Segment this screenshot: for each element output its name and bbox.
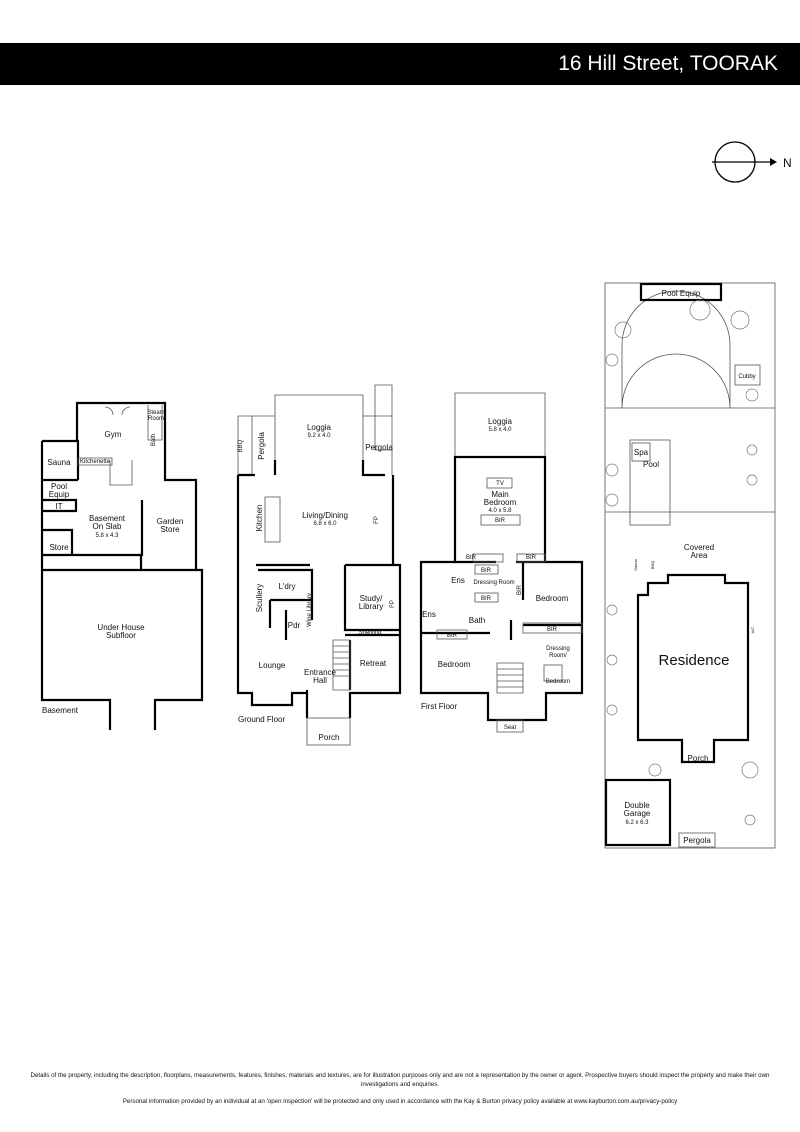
room-subfloor: Under House [97, 623, 145, 632]
room-steam-room-2: Room [148, 416, 164, 422]
room-shelving: Shelving [358, 630, 381, 636]
room-dressing-bedroom-2: Room/ [549, 653, 567, 659]
room-wine-library: Wine Library [307, 593, 313, 627]
basement-plan: Gym Steam Room Bath Sauna Kitchenette Po… [40, 401, 204, 730]
room-laundry: L'dry [278, 582, 295, 591]
room-main-bedroom: Main [491, 490, 508, 499]
room-bath: Bath [151, 434, 157, 446]
room-gym: Gym [105, 430, 122, 439]
bir-ensuite: BIR [481, 568, 492, 574]
site-porch: Porch [688, 754, 709, 763]
site-plan: Pool Equip Cubby Spa Pool Covered Area S… [604, 282, 776, 849]
site-garage-2: Garage [624, 809, 651, 818]
site-residence: Residence [659, 652, 730, 669]
ground-floor-plan: BBQ Pergola Loggia 9.2 x 4.0 Pergola Kit… [236, 384, 402, 746]
site-covered-area-2: Area [691, 551, 708, 560]
bir-lower: BIR [447, 633, 458, 639]
room-study-2: Library [359, 602, 383, 611]
bir-bath: BIR [481, 596, 492, 602]
disclaimer-text: Details of the property, including the d… [30, 1072, 770, 1088]
room-fireplace: FP [374, 516, 380, 524]
room-main-bedroom-dim: 4.0 x 5.8 [488, 508, 512, 514]
room-bedroom-right: Bedroom [536, 594, 569, 603]
room-pool-equip-2: Equip [49, 490, 70, 499]
room-loggia-upper-dim: 5.8 x 4.0 [488, 427, 512, 433]
room-basement-dim: 5.8 x 4.3 [95, 533, 119, 539]
property-address: 16 Hill Street, TOORAK [558, 52, 778, 75]
room-it: IT [55, 502, 62, 511]
site-pergola: Pergola [683, 836, 711, 845]
site-bbq: BBQ [650, 561, 655, 569]
room-scullery: Scullery [255, 584, 264, 612]
site-sauna: Sauna [633, 558, 638, 570]
room-porch: Porch [319, 733, 340, 742]
room-dressing-bedroom-3: Bedroom [546, 679, 570, 685]
first-floor-label: First Floor [421, 702, 457, 711]
room-bedroom-left: Bedroom [438, 660, 471, 669]
room-subfloor-2: Subfloor [106, 631, 136, 640]
room-bath-upper: Bath [469, 616, 485, 625]
room-basement: Basement [89, 514, 126, 523]
first-floor-plan: Loggia 5.8 x 4.0 TV Main Bedroom 4.0 x 5… [419, 392, 584, 733]
site-garage: Double [624, 801, 650, 810]
room-entrance-hall-2: Hall [313, 676, 327, 685]
room-main-bedroom-2: Bedroom [484, 498, 517, 507]
ground-floor-label: Ground Floor [238, 715, 285, 724]
bir-middle: BIR [547, 627, 558, 633]
room-dressing-bedroom: Dressing [546, 646, 570, 652]
room-lounge: Lounge [259, 661, 286, 670]
room-pergola-left: Pergola [257, 432, 266, 460]
bir-left: BIR [466, 555, 477, 561]
room-kitchenette: Kitchenette [80, 459, 111, 465]
site-pool: Pool [643, 460, 659, 469]
north-arrow-icon: N [712, 141, 792, 183]
room-living-dim: 6.8 x 6.0 [313, 521, 337, 527]
room-living-dining: Living/Dining [302, 511, 348, 520]
site-covered-area: Covered [684, 543, 714, 552]
site-pool-equip: Pool Equip [662, 289, 701, 298]
room-garden-store-2: Store [160, 525, 180, 534]
room-garden-store: Garden [157, 517, 184, 526]
tv-label: TV [496, 481, 504, 487]
room-steam-room: Steam [147, 410, 164, 416]
privacy-text: Personal information provided by an indi… [122, 1098, 678, 1105]
site-ac: A/C [750, 627, 755, 634]
room-entrance-hall: Entrance [304, 668, 337, 677]
site-cubby: Cubby [738, 374, 755, 380]
room-basement-2: On Slab [93, 522, 122, 531]
room-retreat: Retreat [360, 659, 387, 668]
room-powder: Pdr [288, 621, 301, 630]
room-loggia-upper: Loggia [488, 417, 513, 426]
bir-vertical: BIR [517, 584, 523, 595]
room-pergola-right: Pergola [365, 443, 393, 452]
room-study: Study/ [360, 594, 383, 603]
room-pool-equip: Pool [51, 482, 67, 491]
room-store: Store [49, 543, 69, 552]
bir-main: BIR [495, 518, 506, 524]
room-ensuite-2: Ens [422, 610, 436, 619]
room-bbq: BBQ [238, 439, 244, 452]
bir-right: BIR [526, 555, 537, 561]
site-spa: Spa [634, 448, 649, 457]
site-garage-dim: 6.2 x 6.3 [625, 820, 649, 826]
room-loggia: Loggia [307, 423, 332, 432]
room-ensuite: Ens [451, 576, 465, 585]
room-kitchen: Kitchen [255, 505, 264, 532]
north-label: N [783, 156, 792, 170]
room-fireplace-2: FP [390, 600, 396, 608]
room-loggia-dim: 9.2 x 4.0 [307, 433, 331, 439]
window-seat: Seat [504, 725, 517, 731]
basement-label: Basement [42, 706, 79, 715]
room-dressing: Dressing Room [473, 580, 514, 586]
room-sauna: Sauna [47, 458, 71, 467]
header-bar: 16 Hill Street, TOORAK [0, 43, 800, 85]
